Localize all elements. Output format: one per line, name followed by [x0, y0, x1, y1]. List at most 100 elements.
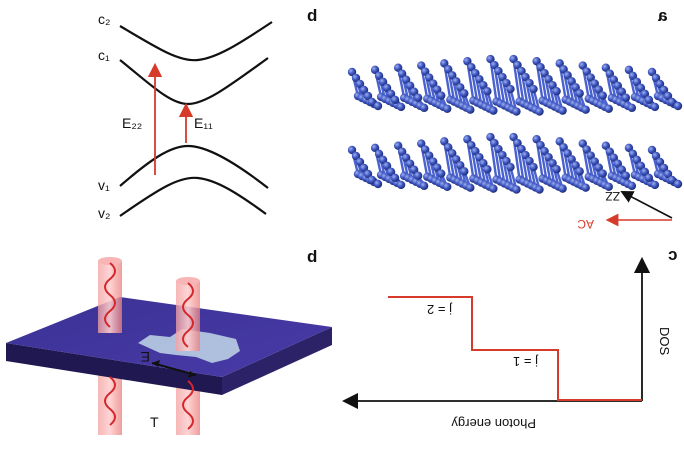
atom	[479, 81, 488, 90]
atom	[582, 67, 591, 76]
atom	[605, 147, 615, 156]
atom	[374, 71, 384, 81]
band-diagram: c₂ c₁ v₁ v₂ E₂₂ E₁₁	[98, 11, 273, 221]
atom	[351, 73, 361, 83]
crystal-structure-panel: a ZZ AC	[342, 0, 684, 235]
band-panel-label: b	[307, 6, 318, 25]
atom	[373, 179, 383, 189]
atom	[405, 81, 415, 90]
atom	[535, 185, 544, 194]
atom	[590, 157, 599, 166]
label-c1: c₁	[98, 47, 110, 63]
atom	[448, 71, 457, 80]
label-e11: E₁₁	[194, 115, 213, 131]
y-axis-label: DOS	[657, 327, 672, 356]
atom	[417, 139, 426, 148]
field-arrow	[151, 362, 197, 376]
atom	[390, 95, 400, 105]
ac-label: AC	[577, 217, 594, 231]
atom	[548, 81, 557, 90]
atom	[578, 61, 587, 70]
atom	[532, 135, 541, 144]
atom	[494, 144, 503, 154]
atom	[609, 153, 619, 162]
atom	[498, 150, 507, 160]
atom	[594, 163, 603, 172]
atom	[628, 71, 638, 81]
step-label-j1: j = 1	[513, 354, 539, 369]
step-label-j2: j = 2	[427, 302, 453, 317]
atom	[644, 95, 654, 105]
atom	[437, 91, 446, 100]
atom	[367, 97, 377, 107]
atom	[647, 145, 657, 155]
atom	[586, 73, 595, 82]
atom	[471, 147, 480, 156]
label-v2: v₂	[98, 205, 110, 221]
atom	[444, 143, 453, 152]
atom	[463, 135, 472, 144]
atom	[575, 89, 584, 98]
atom	[393, 63, 403, 72]
atom	[655, 157, 665, 167]
dos-panel: c Photon energy DOS j = 1 j = 2	[341, 235, 684, 446]
field-label: E	[141, 349, 150, 365]
atom	[640, 89, 650, 99]
atom	[667, 97, 677, 107]
atom	[563, 71, 572, 80]
atom	[525, 156, 534, 166]
substrate-side-right	[222, 327, 332, 395]
atom	[586, 151, 595, 160]
atom	[513, 60, 522, 70]
atom	[555, 137, 564, 146]
atom	[559, 65, 568, 74]
atom	[452, 155, 461, 164]
atom	[433, 163, 442, 172]
atom	[355, 79, 365, 89]
atom	[513, 138, 522, 148]
atom	[552, 165, 561, 174]
atom	[659, 85, 669, 95]
atom	[540, 147, 549, 156]
atom	[636, 83, 646, 93]
atom	[624, 143, 634, 153]
atom	[517, 66, 526, 76]
atom	[548, 159, 557, 168]
atom	[617, 165, 627, 174]
atom	[448, 149, 457, 158]
atom	[466, 183, 475, 192]
beam-right-top-cap	[176, 277, 200, 285]
atom	[370, 65, 380, 75]
atom	[609, 75, 619, 84]
atom	[409, 87, 419, 96]
atom	[413, 93, 423, 102]
atom	[401, 75, 411, 84]
band-c2	[119, 21, 273, 62]
atom	[517, 144, 526, 154]
atom	[581, 105, 590, 114]
atom	[536, 141, 545, 150]
atom	[374, 149, 384, 159]
atom	[397, 147, 407, 156]
atom	[440, 59, 449, 68]
atom	[506, 162, 515, 172]
atom	[367, 175, 377, 185]
atom	[621, 93, 631, 102]
atom	[419, 181, 429, 191]
atom	[663, 91, 673, 101]
atom	[617, 87, 627, 96]
label-c2: c₂	[98, 11, 110, 27]
atom	[636, 161, 646, 171]
atom	[509, 54, 518, 64]
atom	[627, 103, 637, 113]
atom	[460, 167, 469, 176]
atom	[489, 106, 498, 115]
atom	[529, 84, 538, 94]
wave-left-upper	[104, 262, 116, 328]
field-arrowhead-left	[152, 360, 160, 367]
structure-panel-label: a	[658, 6, 668, 25]
beam-left-lower	[98, 375, 122, 435]
band-v1	[119, 144, 269, 189]
atom	[673, 179, 683, 189]
atom	[370, 143, 380, 153]
